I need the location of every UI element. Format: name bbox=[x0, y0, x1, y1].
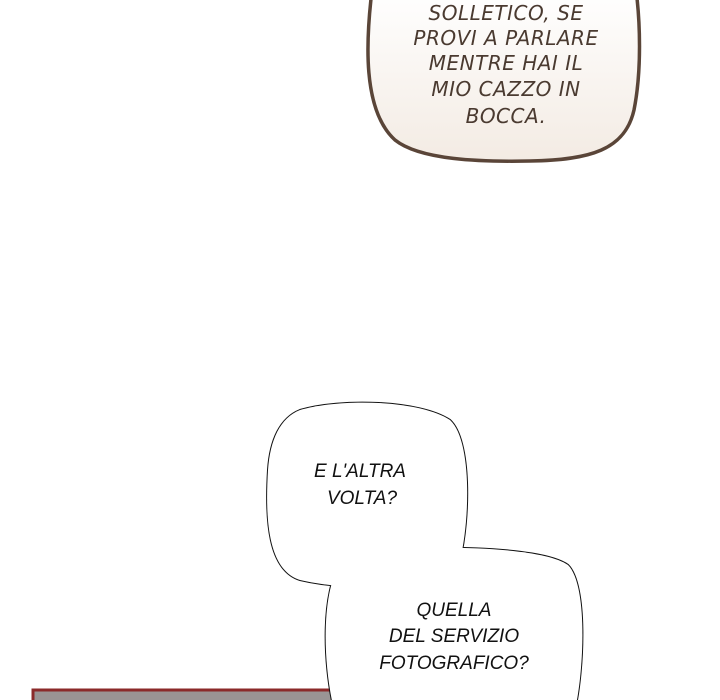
bubble-text-line: MENTRE HAI IL bbox=[429, 51, 583, 75]
bubble-text-line: E L'ALTRA bbox=[314, 461, 406, 482]
bubble-text-line: PROVI A PARLARE bbox=[413, 26, 598, 50]
speech-bubble-bottom: E L'ALTRA VOLTA? QUELLA DEL SERVIZIO FOT… bbox=[266, 401, 584, 700]
bubble-text-line: SOLLETICO, SE bbox=[429, 1, 584, 25]
speech-bubble-top: SOLLETICO, SE PROVI A PARLARE MENTRE HAI… bbox=[366, 0, 642, 163]
bubble-text-line: MIO CAZZO IN bbox=[431, 77, 580, 101]
bubble-text-line: VOLTA? bbox=[327, 488, 397, 509]
comic-panel bbox=[31, 688, 335, 700]
bubble-text-line: QUELLA bbox=[417, 600, 492, 621]
bubble-text-line: DEL SERVIZIO bbox=[389, 626, 519, 647]
bubble-text-line: BOCCA. bbox=[466, 104, 547, 128]
bubble-text-line: FOTOGRAFICO? bbox=[379, 653, 529, 674]
